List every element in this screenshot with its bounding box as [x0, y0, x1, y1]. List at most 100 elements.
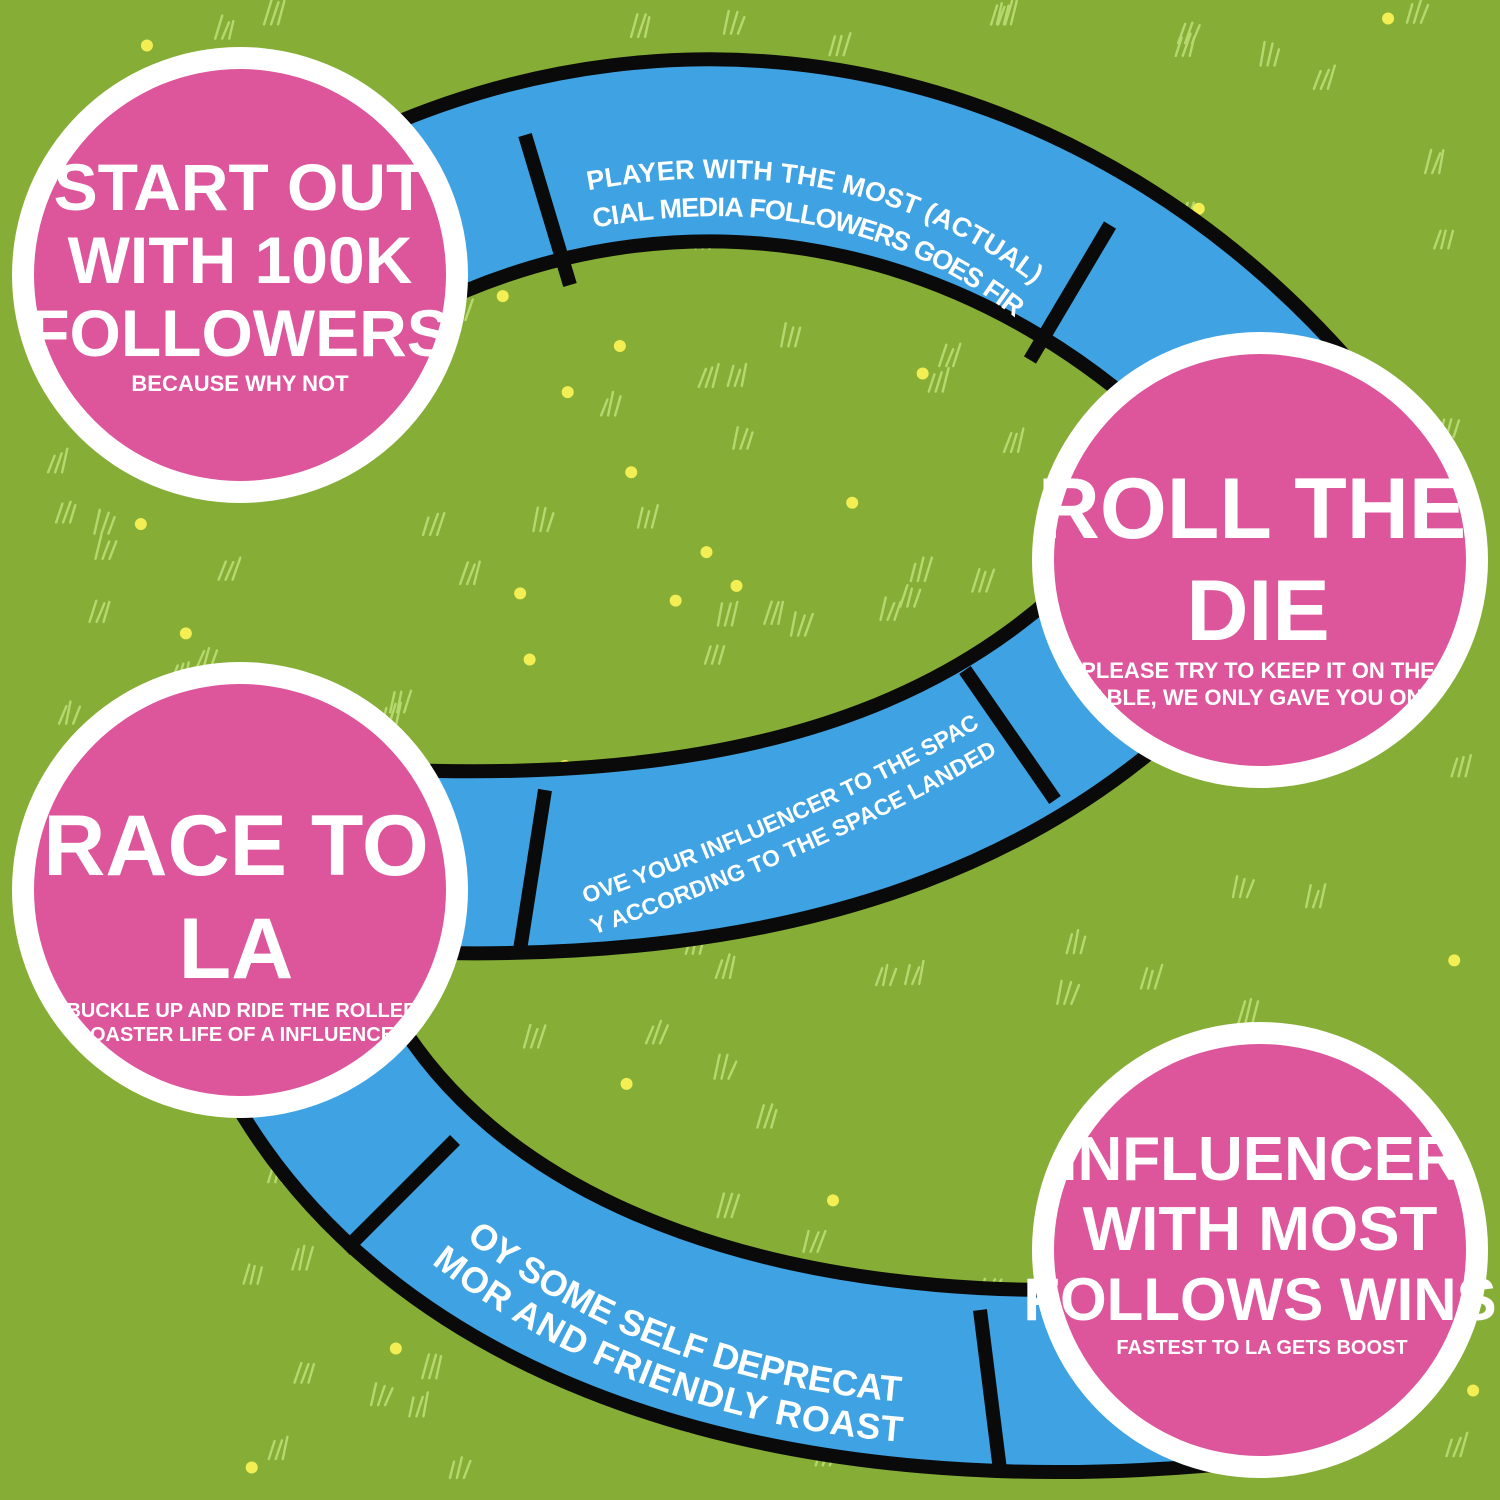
grass-blade	[421, 1353, 443, 1380]
step-2-title-line-2: DIE	[1186, 563, 1329, 659]
step-3-subtitle-line-2: COASTER LIFE OF A INFLUENCER	[76, 1024, 410, 1046]
step-4-title-line-2: WITH MOST	[1083, 1195, 1438, 1264]
track-divider	[340, 1135, 460, 1255]
grass-blade	[88, 599, 111, 624]
grass-blade	[909, 556, 934, 583]
grass-blade	[57, 700, 81, 725]
step-circle-race: RACE TO LA BUCKLE UP AND RIDE THE ROLLER…	[12, 662, 468, 1118]
grass-blade	[1176, 21, 1201, 45]
grass-blade	[1002, 427, 1025, 454]
flower-dot	[134, 518, 147, 531]
grass-blade	[93, 508, 116, 535]
grass-blade	[1139, 963, 1164, 990]
grass-blade	[703, 644, 726, 665]
grass-blade	[879, 596, 902, 622]
grass-blade	[388, 689, 413, 714]
grass-blade	[1423, 148, 1445, 175]
grass-blade	[732, 426, 754, 450]
flower-dot	[179, 627, 192, 640]
step-circle-win: INFLUENCER WITH MOST FOLLOWS WINS FASTES…	[1023, 1022, 1497, 1478]
grass-blade	[874, 963, 898, 987]
grass-blade	[802, 1229, 827, 1253]
grass-blade	[899, 584, 922, 608]
flower-dot	[389, 1342, 402, 1355]
grass-blade	[1056, 979, 1081, 1006]
grass-blade	[828, 32, 852, 57]
grass-blade	[262, 0, 286, 26]
track-divider	[1023, 221, 1117, 364]
step-4-title-line-1: INFLUENCER	[1060, 1125, 1460, 1194]
grass-blade	[1312, 64, 1336, 91]
flower-dot	[140, 39, 153, 52]
grass-blade	[927, 366, 950, 393]
flower-dot	[700, 546, 713, 559]
grass-blade	[726, 362, 748, 388]
grass-blade	[1237, 997, 1260, 1025]
grass-blade	[780, 322, 802, 348]
grass-blade	[1065, 928, 1087, 955]
grass-blade	[458, 560, 481, 586]
flower-dot	[846, 496, 859, 509]
grass-blade	[1445, 1431, 1469, 1458]
track-segment-top	[336, 52, 1354, 486]
grass-blade	[214, 14, 235, 40]
track-divider	[959, 666, 1061, 804]
grass-blade	[716, 600, 739, 627]
flower-dot	[620, 1077, 633, 1090]
step-circle-roll: ROLL THE DIE PLEASE TRY TO KEEP IT ON TH…	[1032, 332, 1488, 788]
grass-blade	[716, 1192, 741, 1219]
step-1-title-line-1: START OUT	[54, 150, 427, 224]
grass-blade	[1304, 883, 1327, 909]
flower-dot	[730, 579, 743, 592]
grass-blade	[989, 0, 1014, 26]
grass-blade	[938, 342, 962, 368]
flower-dot	[1467, 1384, 1480, 1397]
flower-dot	[826, 1194, 839, 1207]
grass-blade	[971, 568, 996, 593]
grass-blade	[697, 362, 720, 389]
grass-blade	[532, 506, 555, 533]
grass-blade	[408, 1391, 429, 1418]
step-4-subtitle: FASTEST TO LA GETS BOOST	[1116, 1337, 1407, 1359]
track-divider	[518, 132, 577, 288]
grass-blade	[995, 0, 1018, 26]
flower-dot	[1382, 12, 1395, 25]
flower-dot	[1192, 202, 1205, 215]
track-divider	[513, 788, 552, 952]
step-1-title-line-3: FOLLOWERS	[29, 296, 451, 370]
step-2-subtitle-line-1: PLEASE TRY TO KEEP IT ON THE	[1081, 658, 1435, 683]
grass-blade	[421, 512, 446, 537]
step-4-title-line-3: FOLLOWS WINS	[1023, 1266, 1496, 1333]
flower-dot	[514, 587, 527, 600]
grass-blade	[1450, 754, 1473, 778]
track-segment-bottom	[200, 968, 1261, 1480]
flower-dot	[613, 339, 626, 352]
step-1-title-line-2: WITH 100K	[68, 223, 413, 297]
flower-dot	[669, 594, 682, 607]
grass-blade	[94, 533, 118, 560]
grass-blade	[763, 600, 784, 626]
grass-blade	[599, 390, 622, 417]
step-1-subtitle: BECAUSE WHY NOT	[131, 371, 349, 396]
step-3-title-line-1: RACE TO	[43, 798, 428, 894]
grass-blade	[722, 9, 746, 35]
grass-blade	[293, 1361, 316, 1384]
grass-blade	[217, 556, 242, 581]
grass-blade	[448, 1456, 472, 1480]
flower-dot	[916, 367, 929, 380]
grass-blade	[369, 1382, 394, 1407]
grass-blade	[644, 1019, 670, 1045]
flower-dot	[245, 1461, 258, 1474]
grass-blade	[242, 1263, 263, 1285]
grass-blade	[1259, 40, 1281, 67]
grass-blade	[522, 1023, 547, 1049]
track-divider	[973, 1309, 1007, 1471]
grass-blade	[713, 1053, 738, 1080]
flower-dot	[625, 466, 638, 479]
grass-blade	[46, 447, 69, 474]
step-2-title-line-1: ROLL THE	[1038, 461, 1466, 557]
grass-blade	[629, 13, 651, 39]
grass-blade	[636, 503, 659, 529]
grass-blade	[756, 1103, 778, 1129]
